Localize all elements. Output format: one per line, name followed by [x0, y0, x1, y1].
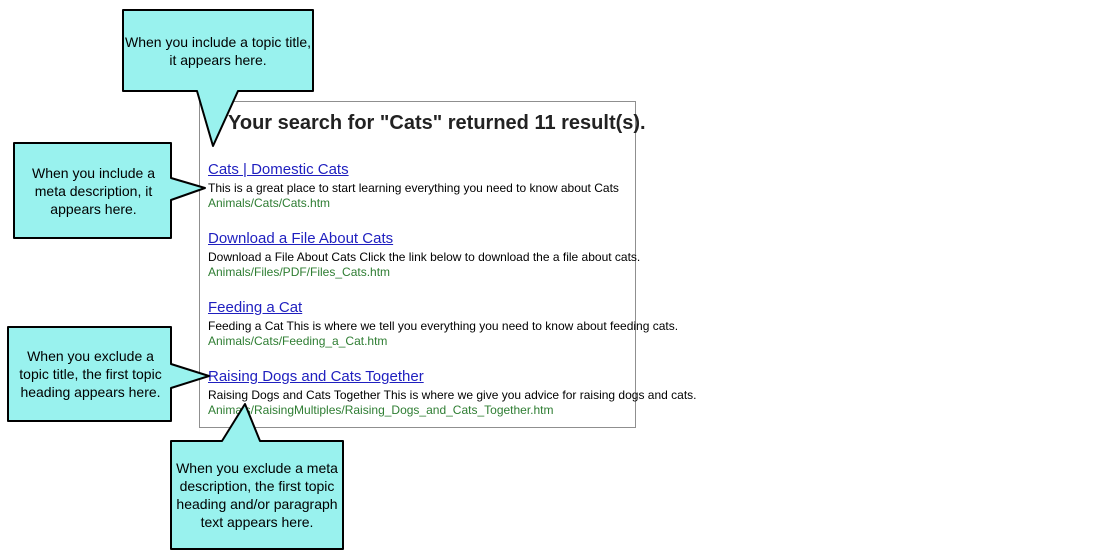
search-result-item: Cats | Domestic Cats This is a great pla…: [208, 161, 1108, 211]
result-description: Download a File About Cats Click the lin…: [208, 250, 641, 264]
result-title-link[interactable]: Cats | Domestic Cats: [208, 161, 349, 178]
search-result-item: Raising Dogs and Cats Together Raising D…: [208, 368, 1108, 418]
result-url: Animals/RaisingMultiples/Raising_Dogs_an…: [208, 403, 554, 417]
search-results-panel: Your search for "Cats" returned 11 resul…: [199, 101, 696, 428]
result-url: Animals/Cats/Feeding_a_Cat.htm: [208, 334, 388, 348]
result-title-link[interactable]: Raising Dogs and Cats Together: [208, 368, 424, 385]
result-description: This is a great place to start learning …: [208, 181, 619, 195]
result-title-link[interactable]: Feeding a Cat: [208, 299, 303, 316]
search-result-item: Feeding a Cat Feeding a Cat This is wher…: [208, 299, 1108, 349]
callout-first-paragraph-text: When you exclude a meta description, the…: [176, 460, 338, 530]
result-url: Animals/Cats/Cats.htm: [208, 196, 331, 210]
search-result-item: Download a File About Cats Download a Fi…: [208, 230, 1108, 280]
callout-first-heading-text: When you exclude a topic title, the firs…: [19, 348, 162, 400]
result-url: Animals/Files/PDF/Files_Cats.htm: [208, 265, 391, 279]
search-results-heading: Your search for "Cats" returned 11 resul…: [228, 112, 646, 134]
result-description: Feeding a Cat This is where we tell you …: [208, 319, 679, 333]
result-title-link[interactable]: Download a File About Cats: [208, 230, 394, 247]
callout-meta-description-text: When you include a meta description, it …: [32, 164, 155, 217]
callout-topic-title-text: When you include a topic title, it appea…: [125, 33, 311, 68]
result-description: Raising Dogs and Cats Together This is w…: [208, 388, 697, 402]
